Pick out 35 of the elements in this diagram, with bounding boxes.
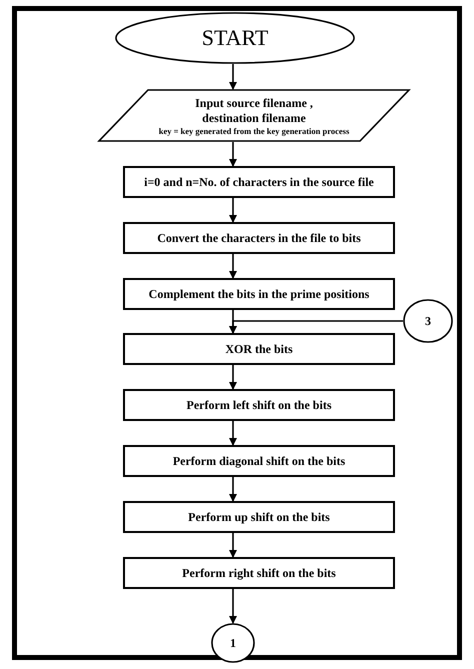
- arrow: [229, 254, 237, 279]
- node-text: key = key generated from the key generation process: [158, 126, 350, 136]
- arrow: [229, 589, 237, 624]
- process-box: [123, 389, 395, 421]
- terminal-ellipse: [115, 12, 355, 64]
- node-text: Input source filename , destination filename: [194, 96, 314, 126]
- node-text: 1: [230, 636, 236, 650]
- node-text: Perform left shift on the bits: [186, 398, 332, 412]
- arrow: [229, 477, 237, 502]
- process-box: [123, 278, 395, 310]
- node-text: i=0 and n=No. of characters in the source file: [144, 174, 374, 190]
- process-box: [123, 222, 395, 254]
- process-box: [123, 445, 395, 477]
- node-text: Perform right shift on the bits: [182, 566, 336, 580]
- arrow: [229, 365, 237, 390]
- node-text: Perform up shift on the bits: [188, 510, 330, 524]
- node-text: Perform diagonal shift on the bits: [172, 454, 346, 468]
- arrow: [229, 320, 403, 334]
- arrow: [229, 533, 237, 558]
- node-text: 3: [425, 314, 431, 328]
- node-text: Complement the bits in the prime positions: [148, 286, 370, 302]
- input-parallelogram: [98, 89, 410, 142]
- arrow: [229, 64, 237, 90]
- process-box: [123, 333, 395, 365]
- process-box: [123, 557, 395, 589]
- process-box: [123, 166, 395, 198]
- connector-circle: [403, 299, 453, 343]
- node-text: Convert the characters in the file to bits: [157, 230, 361, 246]
- arrow: [229, 198, 237, 223]
- process-box: [123, 501, 395, 533]
- connector-circle: [211, 623, 255, 663]
- node-text: XOR the bits: [225, 342, 293, 356]
- node-text: START: [202, 25, 268, 51]
- arrow: [229, 421, 237, 446]
- arrow: [229, 142, 237, 167]
